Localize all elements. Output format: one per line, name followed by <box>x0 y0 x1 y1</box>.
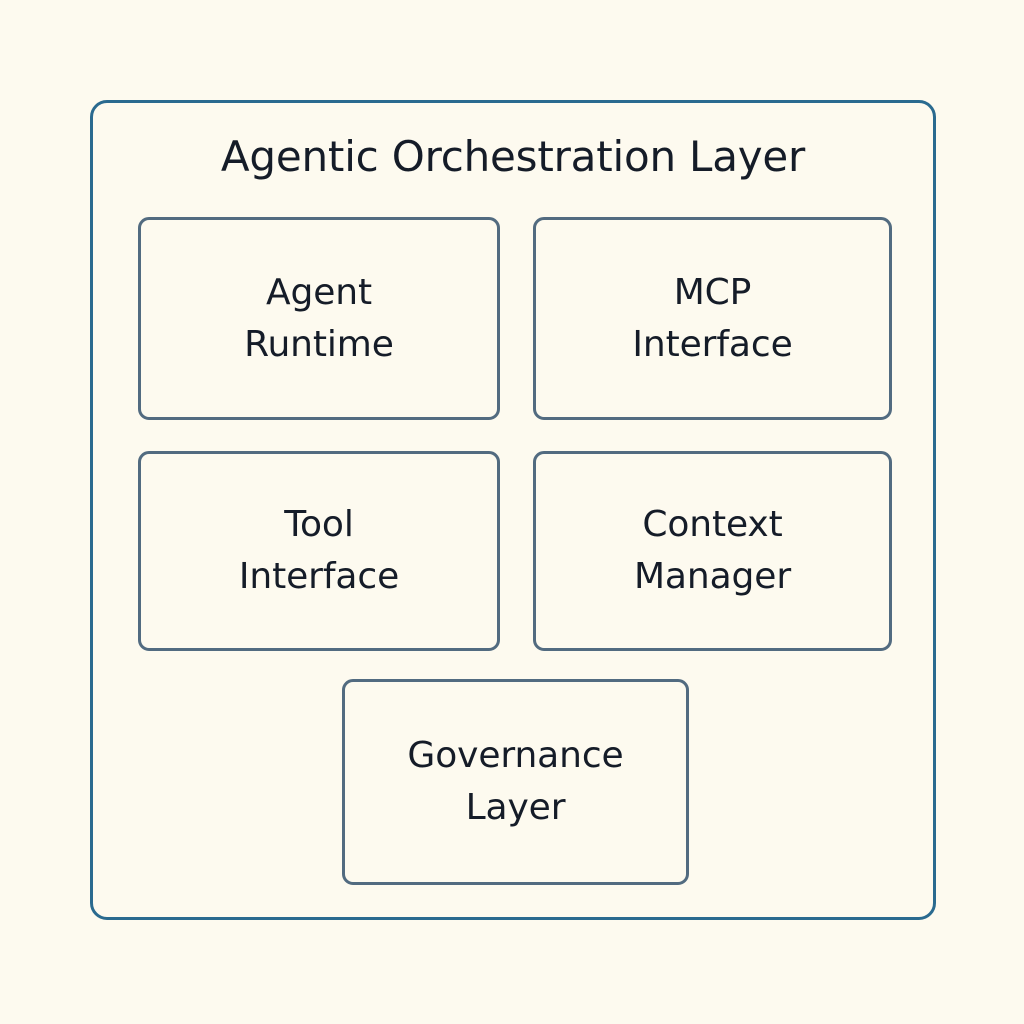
component-label-mcp-interface: MCP Interface <box>632 271 793 365</box>
component-box-governance-layer[interactable]: Governance Layer <box>342 679 689 885</box>
component-label-governance-layer: Governance Layer <box>407 735 624 828</box>
page-title: Agentic Orchestration Layer <box>220 132 806 181</box>
component-label-context-manager: Context Manager <box>633 504 792 597</box>
component-box-tool-interface[interactable]: Tool Interface <box>138 451 500 651</box>
component-box-context-manager[interactable]: Context Manager <box>533 451 892 651</box>
component-box-agent-runtime[interactable]: Agent Runtime <box>138 217 500 420</box>
component-label-agent-runtime: Agent Runtime <box>244 271 394 365</box>
component-label-tool-interface: Tool Interface <box>238 504 400 597</box>
agentic-orchestration-layer-container: Agentic Orchestration Layer Agent Runtim… <box>90 100 936 920</box>
component-box-mcp-interface[interactable]: MCP Interface <box>533 217 892 420</box>
